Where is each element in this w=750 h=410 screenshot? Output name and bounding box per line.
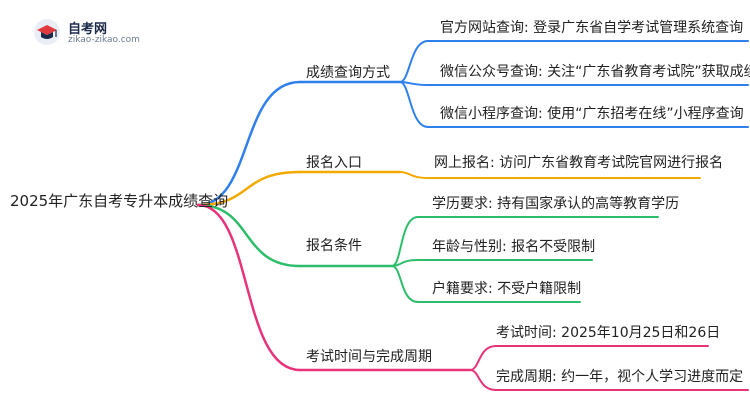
link-root-branch-3 (196, 203, 302, 372)
leaf-online-registration: 网上报名: 访问广东省教育考试院官网进行报名 (434, 155, 724, 171)
branch-exam-time-cycle: 考试时间与完成周期 (306, 349, 432, 365)
leaf-wechat-official-query: 微信公众号查询: 关注“广东省教育考试院”获取成绩 (440, 64, 750, 80)
branch-query-methods: 成绩查询方式 (306, 65, 390, 81)
link-root-branch-2 (196, 203, 302, 268)
graduation-cap-icon (34, 19, 60, 45)
site-logo[interactable]: 自考网 zikao-zikao.com (32, 16, 182, 50)
leaf-website-query: 官方网站查询: 登录广东省自学考试管理系统查询 (440, 20, 744, 36)
logo-url: zikao-zikao.com (68, 35, 140, 45)
branch-registration-entry: 报名入口 (306, 155, 362, 171)
link-root-branch-1 (196, 170, 302, 207)
link-branch-3-leaf-0 (469, 345, 497, 371)
leaf-wechat-miniprogram-query: 微信小程序查询: 使用“广东招考在线”小程序查询 (440, 106, 744, 122)
link-branch-1-leaf-0 (399, 171, 429, 179)
leaf-age-gender: 年龄与性别: 报名不受限制 (432, 239, 596, 255)
link-branch-0-leaf-0 (399, 40, 429, 83)
link-branch-0-leaf-2 (399, 81, 429, 128)
link-branch-2-leaf-2 (391, 265, 419, 303)
logo-name: 自考网 (68, 22, 108, 37)
leaf-completion-cycle: 完成周期: 约一年，视个人学习进度而定 (496, 369, 744, 385)
link-root-branch-0 (196, 80, 302, 207)
link-branch-2-leaf-0 (391, 216, 419, 267)
leaf-exam-time: 考试时间: 2025年10月25日和26日 (496, 325, 721, 341)
leaf-education-requirement: 学历要求: 持有国家承认的高等教育学历 (432, 196, 680, 212)
root-node: 2025年广东自考专升本成绩查询 (10, 192, 229, 210)
branch-registration-conditions: 报名条件 (306, 238, 362, 254)
link-branch-3-leaf-1 (469, 369, 497, 391)
leaf-household-registration: 户籍要求: 不受户籍限制 (432, 281, 582, 297)
